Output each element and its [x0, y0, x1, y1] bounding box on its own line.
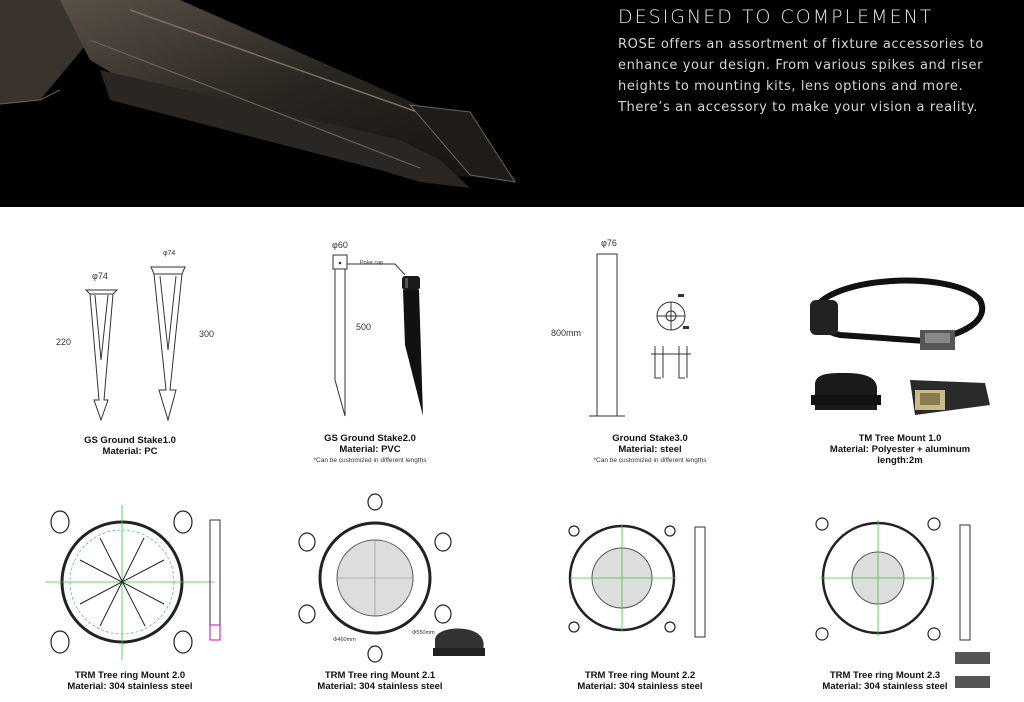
product-name: Ground Stake3.0 [612, 433, 688, 444]
product-caption: Ground Stake3.0 Material: steel *Can be … [580, 433, 720, 466]
tree-mount-photo [809, 277, 990, 415]
product-material: Material: 304 stainless steel [822, 681, 948, 692]
ground-stake-2-drawing [332, 254, 423, 417]
product-caption: TM Tree Mount 1.0 Material: Polyester + … [820, 433, 980, 466]
dimension-label: φ60 [332, 240, 348, 250]
tree-ring-mount-2-2-drawing [568, 524, 706, 638]
product-name: TM Tree Mount 1.0 [858, 433, 942, 444]
product-caption: GS Ground Stake1.0 Material: PC [60, 435, 200, 457]
ground-spike-photo [0, 0, 520, 188]
product-note: *Can be customized in different lengths [313, 457, 427, 464]
ground-stake-3-drawing [589, 253, 691, 417]
product-caption: TRM Tree ring Mount 2.0 Material: 304 st… [50, 670, 210, 692]
dimension-label: Φ460mm [333, 637, 356, 643]
product-material: Material: 304 stainless steel [577, 681, 703, 692]
product-material: Material: steel [618, 444, 682, 455]
dimension-label: φ74 [92, 271, 108, 281]
product-caption: TRM Tree ring Mount 2.3 Material: 304 st… [815, 670, 955, 692]
product-caption: GS Ground Stake2.0 Material: PVC *Can be… [300, 433, 440, 466]
product-material: Material: Polyester + aluminum [829, 444, 971, 455]
product-caption: TRM Tree ring Mount 2.2 Material: 304 st… [560, 670, 720, 692]
product-name: GS Ground Stake2.0 [324, 433, 416, 444]
product-name: TRM Tree ring Mount 2.0 [74, 670, 186, 681]
dimension-label: 220 [56, 337, 72, 347]
hero-description: ROSE offers an assortment of fixture acc… [618, 34, 1018, 118]
dimension-label: φ76 [601, 238, 617, 248]
ground-stake-1-drawing [84, 266, 186, 422]
hero-title: DESIGNED TO COMPLEMENT [618, 6, 934, 28]
tree-ring-mount-2-3-drawing [815, 517, 990, 688]
dimension-label: 800mm [551, 328, 582, 338]
product-material: Material: 304 stainless steel [317, 681, 443, 692]
dimension-label: 300 [199, 329, 215, 339]
product-extra: length:2m [877, 455, 923, 466]
hero-line: heights to mounting kits, lens options a… [618, 79, 964, 94]
tree-ring-mount-2-0-drawing [45, 505, 221, 660]
hero-banner: DESIGNED TO COMPLEMENT ROSE offers an as… [0, 0, 1024, 207]
product-name: TRM Tree ring Mount 2.1 [324, 670, 436, 681]
product-material: Material: PC [102, 446, 158, 457]
product-material: Material: PVC [339, 444, 401, 455]
hero-line: There’s an accessory to make your vision… [618, 100, 978, 115]
tree-ring-mount-2-1-drawing [298, 493, 485, 663]
dimension-label: φ74 [163, 250, 176, 257]
product-name: GS Ground Stake1.0 [84, 435, 176, 446]
product-note: *Can be customized in different lengths [593, 457, 707, 464]
product-name: TRM Tree ring Mount 2.3 [829, 670, 941, 681]
product-material: Material: 304 stainless steel [67, 681, 193, 692]
hero-line: ROSE offers an assortment of fixture acc… [618, 37, 984, 52]
hero-line: enhance your design. From various spikes… [618, 58, 984, 73]
dimension-label: 500 [356, 322, 372, 332]
cap-label: Polar cap [360, 260, 384, 266]
product-name: TRM Tree ring Mount 2.2 [584, 670, 696, 681]
dimension-label: Φ550mm [412, 630, 435, 636]
product-caption: TRM Tree ring Mount 2.1 Material: 304 st… [300, 670, 460, 692]
